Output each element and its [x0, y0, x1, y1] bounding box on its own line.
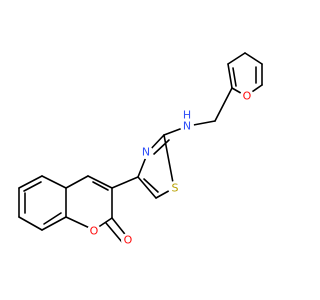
- bond: [41, 216, 67, 231]
- bond: [105, 222, 123, 243]
- thiazole-sulfur-label: S: [172, 182, 179, 195]
- bond: [92, 181, 109, 191]
- bond: [87, 175, 113, 189]
- carbonyl-oxygen: O: [121, 233, 135, 247]
- bond: [232, 67, 237, 87]
- bond: [153, 139, 170, 155]
- bond: [244, 52, 263, 65]
- bond: [227, 52, 246, 65]
- ring-oxygen: O: [87, 224, 101, 238]
- bond: [23, 181, 42, 192]
- atom-labels: O N H N S O O: [87, 89, 254, 247]
- thiazole-nitrogen-label: N: [142, 146, 150, 159]
- molecule-structure: O N H N S O O: [18, 52, 263, 247]
- bond: [214, 87, 233, 122]
- ring-oxygen-label: O: [90, 225, 99, 238]
- bond: [111, 176, 139, 189]
- bond: [18, 175, 43, 189]
- amine-hydrogen-label: H: [183, 109, 191, 122]
- bond: [227, 63, 233, 89]
- carbonyl-oxygen-label: O: [124, 234, 133, 247]
- bond: [137, 176, 157, 199]
- bonds: [18, 52, 263, 243]
- bond: [18, 216, 43, 231]
- bond: [143, 178, 159, 193]
- bond: [41, 175, 67, 189]
- bond: [65, 175, 89, 189]
- amine-nitrogen: N H: [180, 109, 194, 133]
- bond: [43, 212, 62, 225]
- amine-nitrogen-label: N: [183, 120, 191, 133]
- thiazole-sulfur: S: [168, 181, 182, 195]
- furan-oxygen: O: [240, 89, 254, 103]
- thiazole-nitrogen: N: [139, 145, 153, 159]
- furan-oxygen-label: O: [243, 90, 252, 103]
